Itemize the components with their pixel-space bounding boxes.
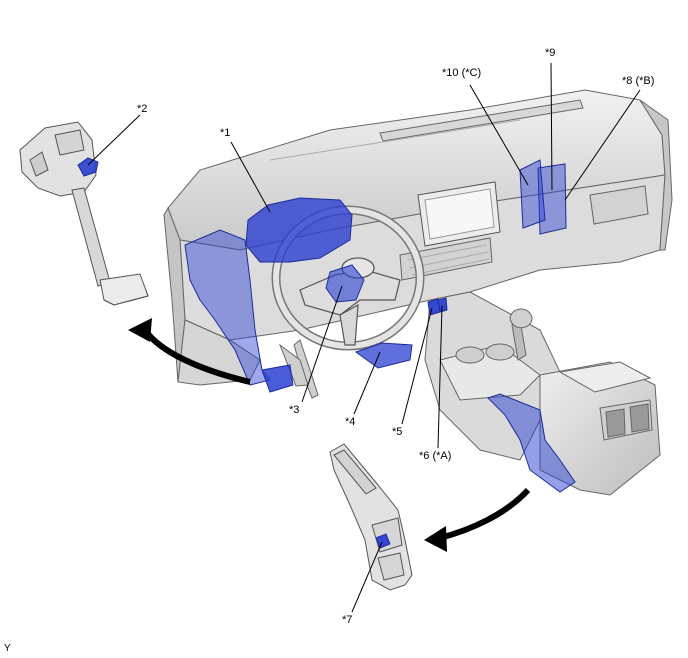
- callout-3: *3: [289, 404, 300, 416]
- console-lever-highlight: [487, 393, 576, 493]
- highlighted-components: [77, 157, 576, 549]
- callout-10: *10 (*C): [442, 67, 482, 79]
- direction-arrows: [128, 318, 531, 552]
- arrow-to-left-pedal: [142, 328, 251, 385]
- callout-5: *5: [392, 426, 403, 438]
- callout-6: *6 (*A): [419, 450, 452, 462]
- callout-9: *9: [545, 47, 556, 59]
- footer-mark: Y: [4, 643, 11, 654]
- component-7-switch: [375, 533, 391, 549]
- component-1-meter: [245, 197, 353, 263]
- callout-4: *4: [345, 416, 356, 428]
- component-3-spiral: [325, 264, 365, 303]
- detached-pedal-left: [19, 121, 149, 306]
- callout-8: *8 (*B): [622, 75, 655, 87]
- callout-1: *1: [220, 127, 231, 139]
- component-2-sensor: [77, 157, 99, 177]
- arrow-head-left: [128, 318, 152, 342]
- leader-lines: [87, 62, 641, 613]
- pedal-assembly: [278, 339, 319, 399]
- arrow-head-bottom: [424, 526, 447, 552]
- arrow-to-bottom-lever: [439, 487, 531, 541]
- callout-2: *2: [137, 103, 148, 115]
- component-10-ecu: [519, 159, 546, 229]
- component-6-switch: [437, 297, 448, 313]
- center-console: [424, 291, 661, 496]
- callout-7: *7: [342, 614, 353, 626]
- pedal-pad-highlight: [261, 364, 294, 393]
